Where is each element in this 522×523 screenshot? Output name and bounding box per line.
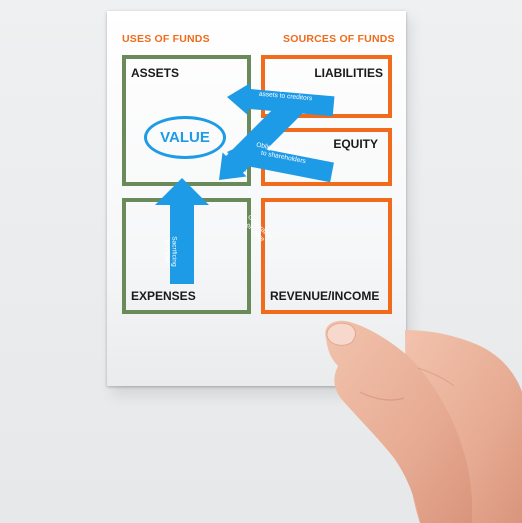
value-label: VALUE [160, 129, 210, 146]
value-ellipse: VALUE [144, 116, 226, 159]
arrow-expenses-to-assets [155, 178, 209, 284]
revenue-income-label: REVENUE/INCOME [270, 289, 380, 303]
liabilities-label: LIABILITIES [314, 66, 383, 80]
assets-label: ASSETS [131, 66, 180, 80]
diagram-card: USES OF FUNDS SOURCES OF FUNDS ASSETS LI… [107, 11, 406, 386]
equity-label: EQUITY [333, 137, 378, 151]
expenses-label: EXPENSES [131, 289, 196, 303]
revenue-income-box: REVENUE/INCOME [261, 198, 392, 314]
sources-of-funds-header: SOURCES OF FUNDS [283, 33, 395, 45]
arrow-liabilities-to-assets [227, 82, 335, 117]
liabilities-box: LIABILITIES [261, 55, 392, 118]
arrow-revenue-to-assets [219, 94, 305, 180]
uses-of-funds-header: USES OF FUNDS [122, 33, 210, 45]
arrows-layer [155, 82, 335, 284]
